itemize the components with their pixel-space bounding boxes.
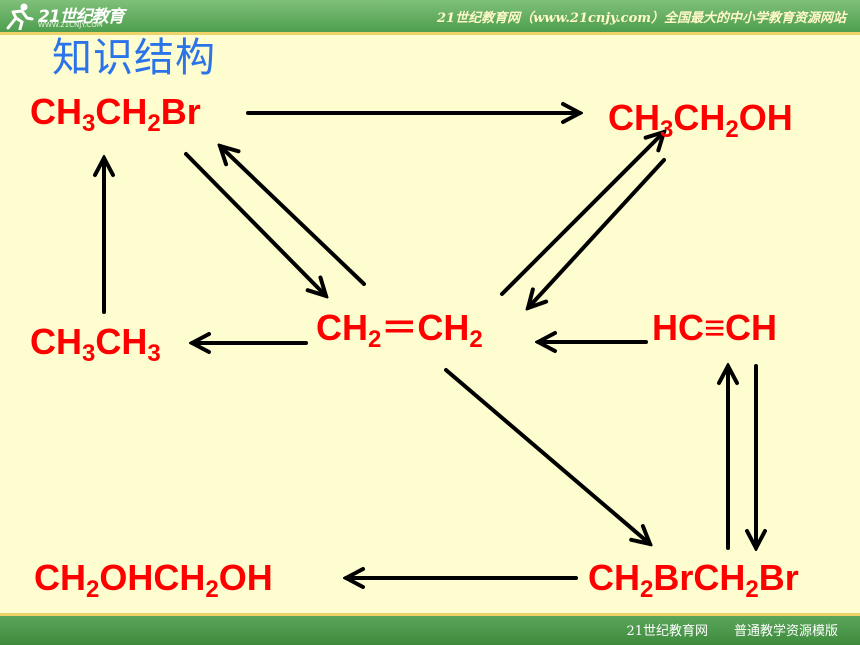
formula-part: OH (738, 97, 793, 138)
formula-part: CH (588, 557, 640, 598)
formula-part: 2 (640, 576, 654, 603)
arrow-ethyl-bromide-to-ethylene (184, 152, 326, 296)
formula-part: 3 (147, 340, 161, 367)
formula-part: ＝ (381, 307, 418, 348)
arrow-ethanol-to-ethylene (528, 158, 666, 308)
runner-logo-icon (6, 3, 34, 30)
footer-bar (0, 616, 860, 645)
formula-part: Br (758, 557, 799, 598)
formula-part: 2 (86, 576, 100, 603)
compound-ethane: CH3CH3 (30, 321, 161, 366)
compound-dibromoethane: CH2BrCH2Br (588, 557, 799, 602)
formula-part: 3 (82, 340, 96, 367)
formula-part: CH (608, 97, 660, 138)
arrow-ethylene-to-ethyl-bromide (220, 146, 366, 286)
formula-part: OH (218, 557, 273, 598)
formula-part: CH (95, 321, 148, 362)
arrow-ethylene-to-ethanol (500, 132, 664, 296)
logo-subtext: WWW.21CNJY.COM (38, 21, 103, 29)
formula-part: OHCH (99, 557, 206, 598)
footer-text: 21世纪教育网 普通教学资源模版 (626, 624, 838, 639)
formula-part: Br (160, 91, 201, 132)
formula-part: 3 (82, 110, 96, 137)
formula-part: 2 (368, 326, 382, 353)
header-bar: 21世纪教育 WWW.21CNJY.COM 21世纪教育网（www.21cnjy… (0, 0, 860, 32)
formula-part: 2 (205, 576, 219, 603)
formula-part: CH (316, 307, 368, 348)
compound-ethanol: CH3CH2OH (608, 97, 793, 142)
compound-ethylene-glycol: CH2OHCH2OH (34, 557, 273, 602)
site-logo: 21世纪教育 WWW.21CNJY.COM (4, 0, 164, 32)
formula-part: 3 (660, 116, 674, 143)
footer-divider (0, 613, 860, 616)
formula-part: 2 (745, 576, 759, 603)
header-divider (0, 32, 860, 35)
formula-part: 2 (469, 326, 483, 353)
formula-part: CH (95, 91, 148, 132)
formula-part: CH (30, 321, 82, 362)
header-banner-text: 21世纪教育网（www.21cnjy.com）全国最大的中小学教育资源网站 (437, 11, 846, 26)
arrow-ethylene-to-dibromoethane (444, 368, 650, 544)
formula-part: CH (417, 307, 470, 348)
formula-part: 2 (725, 116, 739, 143)
formula-part: CH (673, 97, 726, 138)
compound-ethylene: CH2＝CH2 (316, 307, 483, 352)
compound-ethyl-bromide: CH3CH2Br (30, 91, 201, 136)
formula-part: 2 (147, 110, 161, 137)
formula-part: HC≡CH (652, 307, 777, 348)
slide-title: 知识结构 (52, 35, 216, 81)
formula-part: BrCH (653, 557, 746, 598)
formula-part: CH (34, 557, 86, 598)
formula-part: CH (30, 91, 82, 132)
compound-acetylene: HC≡CH (652, 310, 777, 346)
logo-text: 21世纪教育 (38, 7, 125, 27)
